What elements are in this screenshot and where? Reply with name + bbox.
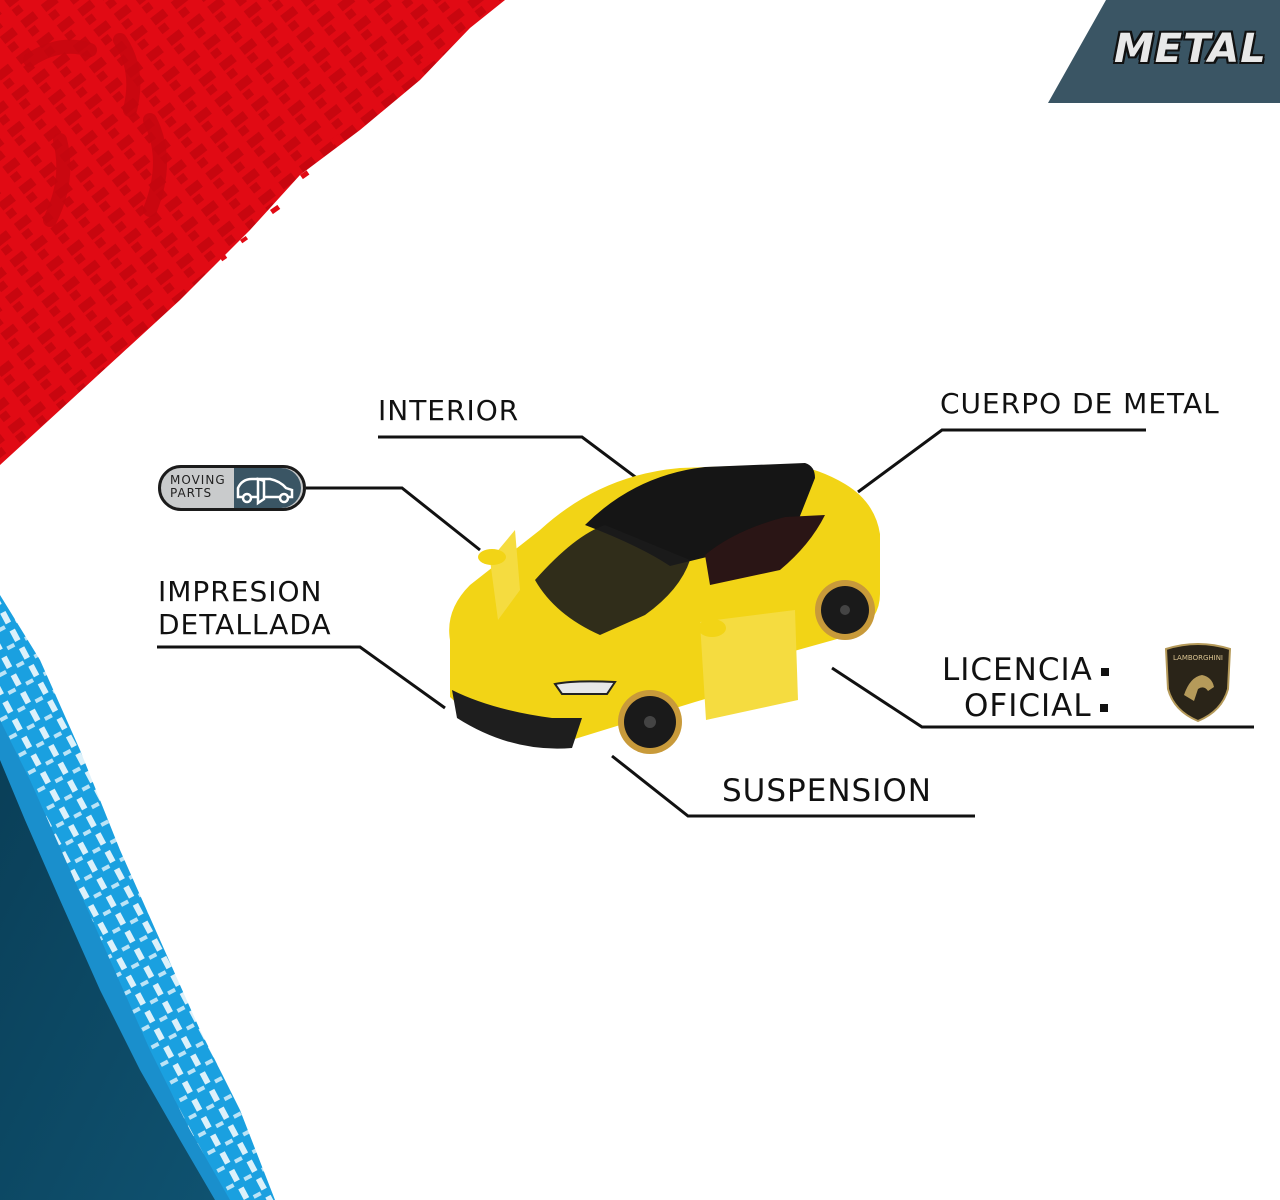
metal-badge: METAL bbox=[1044, 0, 1280, 103]
bullet-square-icon bbox=[1099, 703, 1108, 712]
car-open-door-icon bbox=[236, 477, 294, 506]
red-tire-track-graphic bbox=[0, 0, 505, 465]
interior-label: INTERIOR bbox=[378, 394, 520, 427]
moving-parts-line1: MOVING bbox=[170, 473, 226, 487]
license-label-line2: OFICIAL bbox=[964, 691, 1108, 722]
lamborghini-shield-icon: LAMBORGHINI bbox=[1164, 643, 1232, 723]
moving-parts-badge: MOVING PARTS bbox=[158, 465, 306, 511]
svg-text:LAMBORGHINI: LAMBORGHINI bbox=[1173, 654, 1223, 662]
license-text-1: LICENCIA bbox=[942, 652, 1093, 688]
license-text-2: OFICIAL bbox=[964, 688, 1092, 724]
metal-body-label: CUERPO DE METAL bbox=[940, 387, 1220, 420]
printing-label-line1: IMPRESION bbox=[158, 575, 323, 608]
suspension-label: SUSPENSION bbox=[722, 773, 932, 809]
printing-label-line2: DETALLADA bbox=[158, 608, 332, 641]
metal-badge-label: METAL bbox=[1114, 26, 1267, 72]
bullet-square-icon bbox=[1100, 667, 1109, 676]
license-label-line1: LICENCIA bbox=[942, 655, 1109, 686]
badge-shape bbox=[1048, 0, 1280, 103]
blue-tire-track-graphic bbox=[0, 595, 275, 1200]
moving-parts-text: MOVING PARTS bbox=[170, 474, 226, 500]
moving-parts-line2: PARTS bbox=[170, 486, 213, 500]
moving-parts-pill bbox=[158, 465, 306, 511]
